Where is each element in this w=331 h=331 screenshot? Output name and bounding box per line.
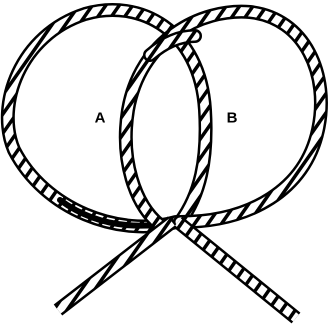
loop-label-a: A [95, 111, 106, 126]
rope-tail-right [178, 222, 296, 318]
loop-label-b: B [227, 111, 238, 126]
rope-tail-left [58, 222, 172, 310]
